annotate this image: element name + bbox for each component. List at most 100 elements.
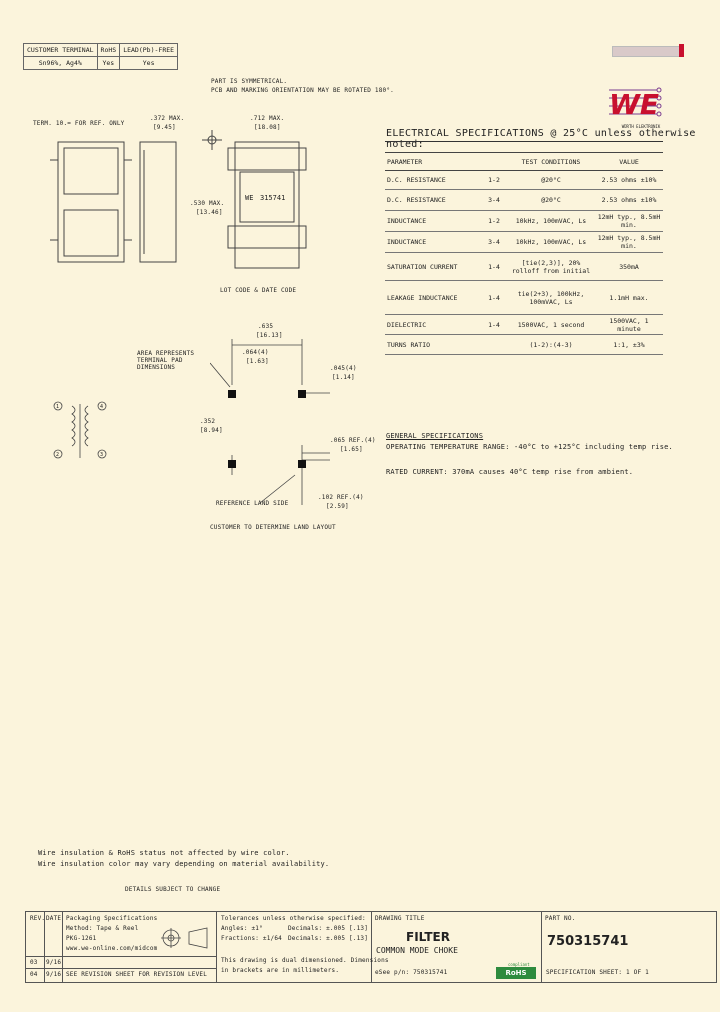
note-lot-code: LOT CODE & DATE CODE [220,287,297,294]
dim3-in: .530 MAX. [190,200,225,207]
row-cond: [tie(2,3)], 20% rolloff from initial [507,252,595,281]
land-width-mm: [16.13] [256,332,283,339]
part-number: 750315741 [547,934,629,949]
rev1-date: 9/16 [46,959,62,966]
see-revision: SEE REVISION SHEET FOR REVISION LEVEL [66,971,208,978]
land-height-mm: [8.94] [200,427,223,434]
drawing-title-2: COMMON MODE CHOKE [376,946,458,955]
part-marking: 315741 [260,194,285,202]
param-header: PARAMETER [385,152,481,171]
leadfree-header: LEAD(Pb)-FREE [119,43,179,57]
website-link[interactable]: www.we-online.com/midcom [66,945,158,952]
dim1-mm: [9.45] [153,124,176,131]
row-value: 2.53 ohms ±10% [595,170,663,190]
rohs-compliant: compliant [508,962,530,967]
projection-symbol-icon [161,927,208,949]
rev1: 03 [30,959,38,966]
rohs-badge: RoHS [496,967,536,979]
row-cond: @20°C [507,170,595,190]
part-logo: WE [245,194,253,202]
table-row: SATURATION CURRENT 1-4 [tie(2,3)], 20% r… [385,252,663,281]
decimals-tol-2: Decimals: ±.005 [.13] [288,935,369,942]
note-line-1: Wire insulation & RoHS status not affect… [38,849,290,857]
notes: Wire insulation & RoHS status not affect… [38,849,329,868]
note-orientation: PCB AND MARKING ORIENTATION MAY BE ROTAT… [211,87,394,94]
row-param: INDUCTANCE [385,231,481,253]
value-header: VALUE [595,152,663,171]
row-pins: 1-4 [481,314,507,335]
row-pins: 1-2 [481,170,507,190]
pad-h-in: .045(4) [330,365,357,372]
alt-part-number: eSee p/n: 750315741 [375,969,448,976]
rev2: 04 [30,971,38,978]
rev-label: REV. [30,915,46,922]
table-row: D.C. RESISTANCE 3-4 @20°C 2.53 ohms ±10% [385,189,663,211]
table-row: INDUCTANCE 3-4 10kHz, 100mVAC, Ls 12mH t… [385,231,663,253]
row-value: 12mH typ., 8.5mH min. [595,231,663,253]
row-pins: 1-4 [481,252,507,281]
spec-sheet-count: SPECIFICATION SHEET: 1 OF 1 [546,969,649,976]
table-row: TURNS RATIO (1-2):(4-3) 1:1, ±3% [385,334,663,355]
row-param: D.C. RESISTANCE [385,170,481,190]
row-value: 350mA [595,252,663,281]
land-pattern-drawing [210,339,330,505]
drawing-title-1: FILTER [406,930,450,944]
brackets-note: in brackets are in millimeters. [221,967,340,974]
logo-text: WE [609,88,659,121]
row-value: 1:1, ±3% [595,334,663,355]
rev2-date: 9/16 [46,971,62,978]
operating-temp: OPERATING TEMPERATURE RANGE: -40°C to +1… [386,443,673,451]
row-value: 1.1mH max. [595,280,663,315]
packaging-title: Packaging Specifications [66,915,158,922]
table-row: INDUCTANCE 1-2 10kHz, 100mVAC, Ls 12mH t… [385,210,663,232]
schematic-icon: 1 2 3 4 [53,401,107,459]
pitch-in: .102 REF.(4) [318,494,364,501]
dim1-in: .372 MAX. [150,115,185,122]
packaging-method: Method: Tape & Reel [66,925,139,932]
table-row: LEAKAGE INDUCTANCE 1-4 tie(2+3), 100kHz,… [385,280,663,315]
rohs-badge-text: RoHS [505,969,527,977]
dim3-mm: [13.46] [196,209,223,216]
date-label: DATE [46,915,62,922]
row-value: 12mH typ., 8.5mH min. [595,210,663,232]
note-line-2: Wire insulation color may vary depending… [38,860,330,868]
tolerances-title: Tolerances unless otherwise specified: [221,915,366,922]
ref-land-side: REFERENCE LAND SIDE [216,500,289,507]
pitch-mm: [2.59] [326,503,349,510]
row-cond: 10kHz, 100mVAC, Ls [507,231,595,253]
row-param: DIELECTRIC [385,314,481,335]
pad-h2-in: .065 REF.(4) [330,437,376,444]
row-cond: @20°C [507,189,595,211]
row-pins: 1-2 [481,210,507,232]
land-height-in: .352 [200,418,216,425]
note-term-ref: TERM. 10.= FOR REF. ONLY [33,120,125,127]
pad-h2-mm: [1.65] [340,446,363,453]
dim2-in: .712 MAX. [250,115,285,122]
land-width-in: .635 [258,323,274,330]
brand-bar [612,46,680,57]
fractions-tol: Fractions: ±1/64 [221,935,282,942]
row-param: LEAKAGE INDUCTANCE [385,280,481,315]
pad-w-in: .064(4) [242,349,269,356]
brand-name: WÜRTH ELEKTRONIK [621,124,661,129]
pin-4-label: 4 [100,404,103,410]
row-value: 1500VAC, 1 minute [595,314,663,335]
part-no-label: PART NO. [545,915,576,922]
electrical-spec-table: PARAMETER TEST CONDITIONS VALUE D.C. RES… [385,152,663,355]
cond-header: TEST CONDITIONS [507,152,595,171]
pin-2-label: 2 [56,452,59,458]
dual-dimension-note: This drawing is dual dimensioned. Dimens… [221,957,389,964]
general-specs: GENERAL SPECIFICATIONS OPERATING TEMPERA… [386,432,706,476]
row-param: D.C. RESISTANCE [385,189,481,211]
rated-current: RATED CURRENT: 370mA causes 40°C temp ri… [386,468,634,476]
title-block: REV. DATE Packaging Specifications Metho… [25,911,717,983]
we-logo-icon: WE [603,80,665,124]
row-param: TURNS RATIO [385,334,481,355]
terminal-value: Sn96%, Ag4% [23,56,98,70]
pin-header [481,152,507,171]
row-pins [481,334,507,355]
pin-1-label: 1 [56,404,59,410]
brand-accent [679,44,684,57]
electrical-title-underline [385,141,663,142]
row-cond: (1-2):(4-3) [507,334,595,355]
